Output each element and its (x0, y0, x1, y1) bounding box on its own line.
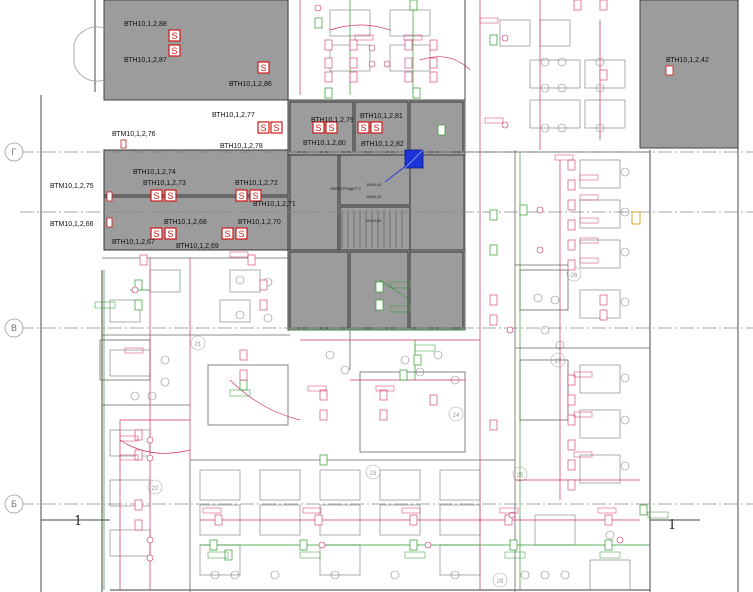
svg-text:S: S (273, 123, 279, 133)
svg-text:S: S (260, 123, 266, 133)
room-number: 21 (195, 342, 202, 348)
tag-label: ВТМ10,1,2,75 (50, 183, 94, 190)
svg-text:S: S (171, 31, 177, 41)
zone-label: ВТН10,1,2,42 (666, 57, 709, 64)
panel-note: ЭЛЕКТРОЩИТ 2 (330, 186, 362, 191)
shaft-label: 150х100 (366, 194, 382, 199)
section-marks: 1 1 (74, 514, 676, 533)
svg-text:S: S (171, 46, 177, 56)
equipment-tags: ВТН10,1,2,88 ВТН10,1,2,87 ВТН10,1,2,86 В… (50, 21, 404, 250)
green-labels (94, 281, 669, 559)
tag-label: ВТН10,1,2,68 (164, 219, 207, 226)
tag-label: ВТН10,1,2,79 (311, 117, 354, 124)
svg-text:S: S (238, 191, 244, 201)
selected-element[interactable] (384, 149, 424, 183)
zone-tag: ВТН10,1,2,42 (665, 57, 709, 76)
svg-text:S: S (153, 191, 159, 201)
tag-label: ВТН10,1,2,82 (361, 141, 404, 148)
section-mark-right: 1 (668, 518, 676, 533)
svg-text:S: S (252, 191, 258, 201)
room-number: 24 (453, 413, 460, 419)
axis-label-g: Г (11, 148, 17, 158)
tag-label: ВТН10,1,2,81 (360, 113, 403, 120)
room-number: 27 (555, 359, 562, 365)
red-socket-boxes (150, 29, 383, 240)
circuit-tags (134, 0, 613, 531)
svg-text:S: S (238, 229, 244, 239)
tag-label: ВТН10,1,2,80 (303, 140, 346, 147)
svg-text:S: S (167, 229, 173, 239)
room-number-markers (147, 266, 582, 588)
chairs (130, 57, 630, 580)
svg-text:S: S (315, 123, 321, 133)
tag-label: ВТН10,1,2,73 (143, 180, 186, 187)
tag-label: ВТН10,1,2,77 (212, 112, 255, 119)
core-notes: ЭЛЕКТРОЩИТ 2 150х100 150х100 150х100 (330, 182, 382, 223)
socket-symbols (134, 0, 648, 561)
tag-label: ВТМ10,1,2,66 (50, 221, 94, 228)
tag-label: ВТН10,1,2,72 (235, 180, 278, 187)
axis-label-v: В (11, 324, 17, 334)
door-swing (73, 26, 121, 82)
axis-label-b: Б (11, 500, 17, 510)
svg-text:S: S (224, 229, 230, 239)
svg-text:S: S (360, 123, 366, 133)
svg-text:S: S (167, 191, 173, 201)
svg-text:S: S (328, 123, 334, 133)
tag-label: ВТН10,1,2,78 (220, 143, 263, 150)
tag-label: ВТН10,1,2,87 (124, 57, 167, 64)
tag-label: ВТН10,1,2,69 (176, 243, 219, 250)
exterior-walls (40, 0, 739, 592)
svg-text:S: S (373, 123, 379, 133)
room-number: 28 (497, 579, 504, 585)
wall-markers (106, 139, 127, 228)
room-number: 23 (370, 471, 377, 477)
tag-label: ВТН10,1,2,88 (124, 21, 167, 28)
axis-bubbles: Г В Б (4, 142, 24, 514)
pink-labels (119, 17, 617, 514)
wiring-pink (119, 0, 640, 590)
orange-marker (631, 211, 641, 225)
tag-label: ВТН10,1,2,86 (229, 81, 272, 88)
shaft-label: 150х100 (366, 182, 382, 187)
tag-label: ВТН10,1,2,71 (253, 201, 296, 208)
tag-label: ВТН10,1,2,70 (238, 219, 281, 226)
tag-label: ВТМ10,1,2,76 (112, 131, 156, 138)
svg-text:S: S (260, 63, 266, 73)
section-mark-left: 1 (74, 514, 82, 529)
shaft-label: 150х100 (366, 218, 382, 223)
room-number: 22 (152, 486, 159, 492)
tag-label: ВТН10,1,2,74 (133, 169, 176, 176)
room-number: 26 (571, 273, 578, 279)
junction-symbols (131, 4, 624, 562)
svg-text:S: S (153, 229, 159, 239)
stair-hatch (341, 210, 403, 248)
tag-label: ВТН10,1,2,67 (112, 239, 155, 246)
